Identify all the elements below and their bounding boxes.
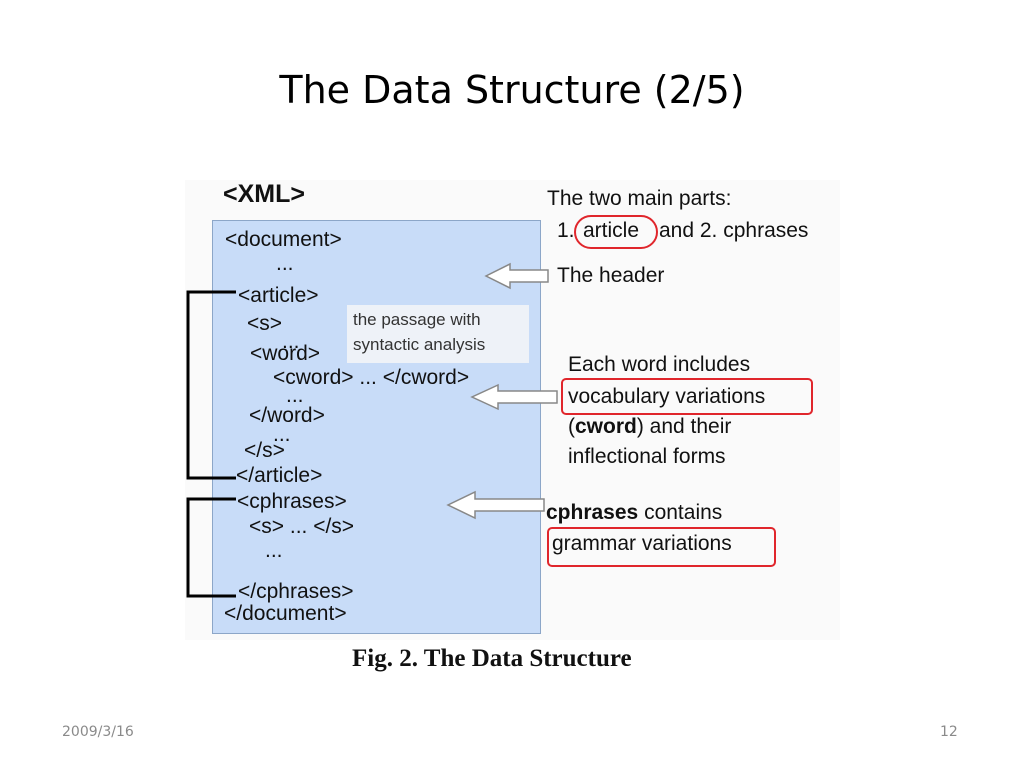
- cphrases-bold: cphrases: [546, 501, 639, 524]
- annotation-cword-line: (cword) and their: [568, 414, 731, 440]
- xml-s-close: </s>: [244, 439, 285, 462]
- passage-note: the passage with syntactic analysis: [347, 305, 529, 363]
- slide-title: The Data Structure (2/5): [279, 68, 745, 112]
- annotation-part1-prefix: 1.: [557, 219, 575, 242]
- cphrases-arrow: [446, 490, 545, 520]
- xml-cphrases-close: </cphrases>: [238, 580, 354, 603]
- figure-caption: Fig. 2. The Data Structure: [352, 645, 632, 672]
- cword-bold: cword: [575, 415, 637, 438]
- xml-s-open: <s>: [247, 312, 283, 335]
- xml-article-close: </article>: [236, 464, 323, 487]
- cphrases-bracket: [186, 497, 236, 598]
- xml-ellipsis: ...: [286, 384, 304, 407]
- annotation-grammar: grammar variations: [552, 532, 732, 555]
- annotation-word-includes: Each word includes: [568, 353, 751, 376]
- annotation-vocab: vocabulary variations: [568, 385, 766, 408]
- annotation-header: The header: [557, 264, 665, 287]
- passage-note-line2: syntactic analysis: [353, 335, 486, 354]
- xml-heading: <XML>: [223, 180, 305, 208]
- xml-structure-box: [212, 220, 541, 634]
- slide-date: 2009/3/16: [62, 724, 134, 740]
- vocab-highlight-box: [561, 378, 813, 415]
- annotation-inflectional: inflectional forms: [568, 445, 726, 468]
- xml-ellipsis: ...: [265, 539, 283, 562]
- xml-document-close: </document>: [224, 602, 347, 625]
- xml-article-open: <article>: [238, 284, 319, 307]
- header-arrow: [484, 262, 549, 290]
- xml-ellipsis: ...: [282, 330, 300, 353]
- word-arrow: [470, 383, 558, 411]
- cword-paren-open: (: [568, 415, 575, 438]
- cword-rest: ) and their: [636, 415, 732, 438]
- grammar-highlight-box: [547, 527, 776, 567]
- xml-ellipsis: ...: [276, 252, 294, 275]
- xml-word-close: </word>: [249, 404, 325, 427]
- annotation-part2: and 2. cphrases: [659, 219, 809, 242]
- xml-cphrases-open: <cphrases>: [237, 490, 347, 513]
- xml-cword: <cword> ... </cword>: [273, 366, 470, 389]
- annotation-part1-article: article: [583, 219, 640, 242]
- cphrases-contains: contains: [638, 501, 723, 524]
- xml-ellipsis: ...: [273, 423, 291, 446]
- annotation-cphrases-line: cphrases contains: [546, 500, 722, 526]
- article-bracket: [186, 290, 236, 480]
- xml-word-open: <word>: [250, 342, 321, 365]
- annotation-main-parts: The two main parts:: [547, 187, 732, 210]
- xml-s-inline: <s> ... </s>: [249, 515, 355, 538]
- article-highlight-ellipse: [574, 215, 658, 249]
- slide-page-number: 12: [940, 724, 958, 740]
- passage-note-line1: the passage with: [353, 310, 481, 329]
- xml-document-open: <document>: [225, 228, 342, 251]
